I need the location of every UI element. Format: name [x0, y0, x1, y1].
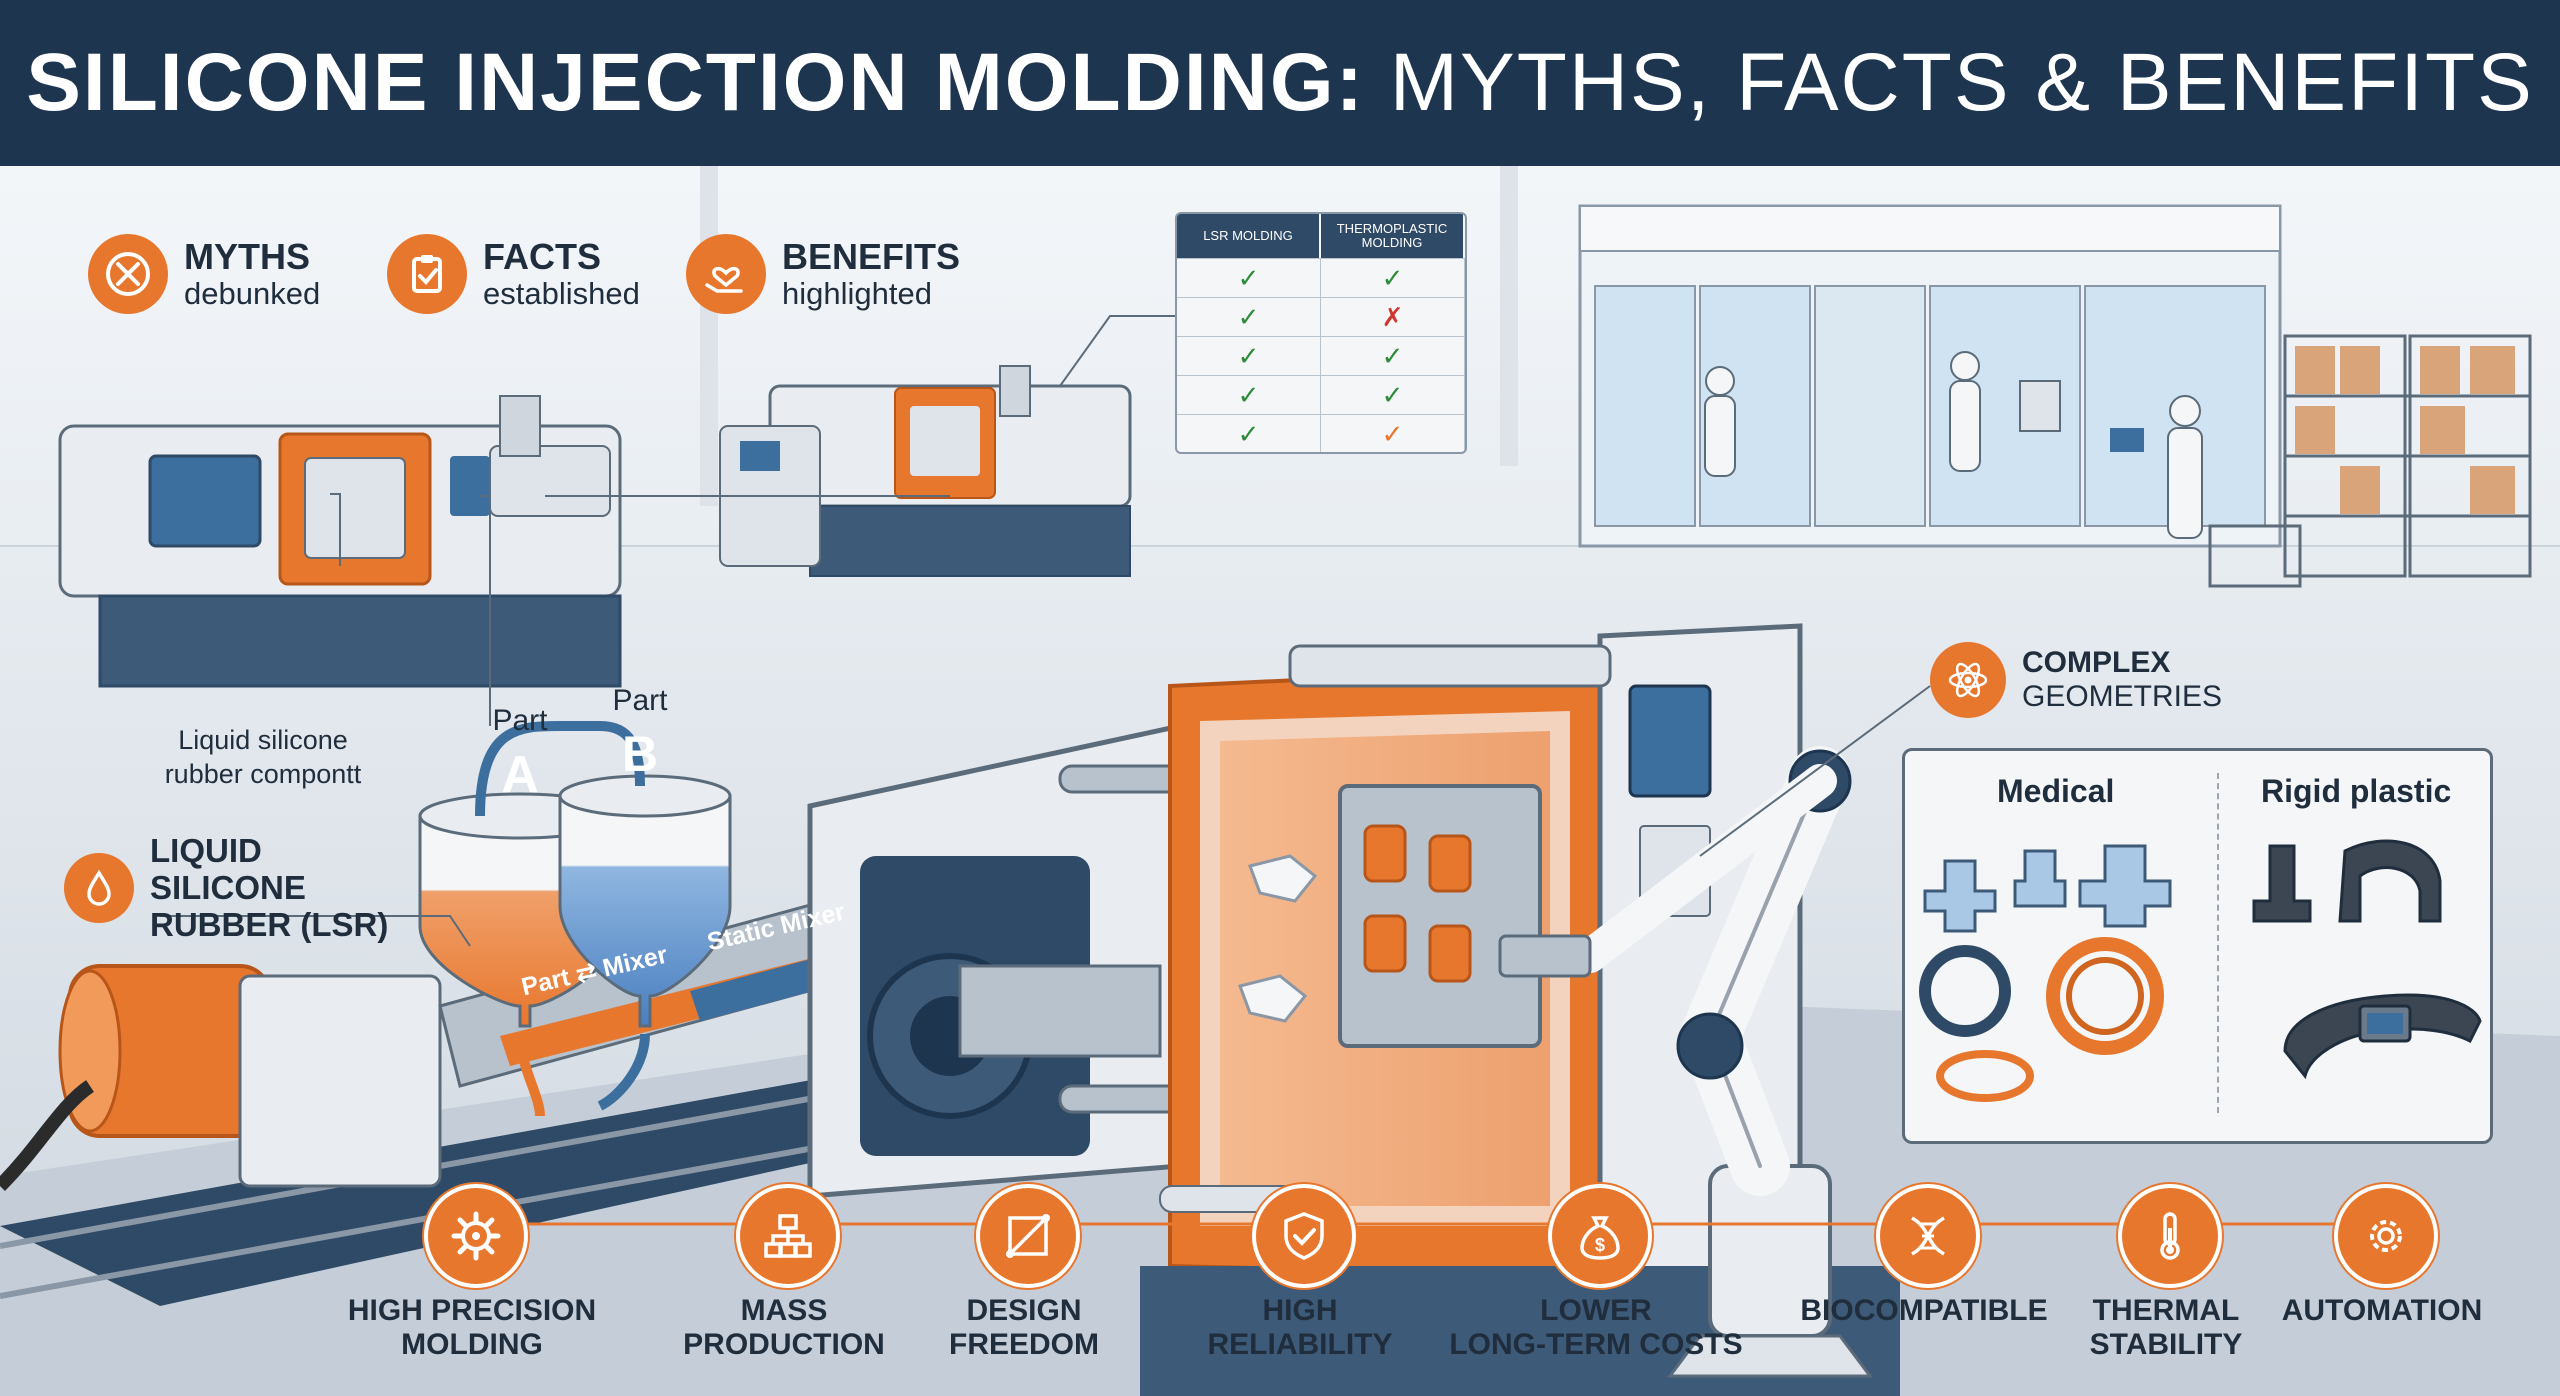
benefit-label-automation: AUTOMATION	[2281, 1294, 2483, 1327]
cross-icon: ✗	[1321, 298, 1465, 336]
design-square-icon	[976, 1184, 1080, 1288]
clipboard-check-icon	[387, 234, 467, 314]
title-light: MYTHS, FACTS & BENEFITS	[1389, 37, 2534, 128]
dna-icon	[1876, 1184, 1980, 1288]
table-row: ✓ ✓	[1177, 258, 1465, 297]
comparison-table: LSR MOLDING THERMOPLASTIC MOLDING ✓ ✓ ✓ …	[1175, 212, 1467, 454]
benefit-high-reliability	[1252, 1184, 1356, 1288]
check-icon: ✓	[1321, 259, 1465, 297]
precision-gear-icon	[424, 1184, 528, 1288]
money-bag-icon: $	[1548, 1184, 1652, 1288]
complex-line1: COMPLEX	[2022, 645, 2171, 679]
lsr-label-text: LIQUID SILICONE RUBBER (LSR)	[150, 832, 389, 943]
table-row: ✓ ✓	[1177, 375, 1465, 414]
automation-gear-icon	[2334, 1184, 2438, 1288]
legend-facts-subtitle: established	[483, 275, 640, 311]
check-icon: ✓	[1177, 259, 1321, 297]
legend-myths: MYTHS debunked	[88, 234, 320, 314]
x-circle-icon	[88, 234, 168, 314]
atom-icon	[1930, 642, 2006, 718]
canister-b-letter: B	[621, 726, 659, 782]
complex-geometries-callout: COMPLEX GEOMETRIES	[1930, 642, 2222, 718]
component-label: Liquid silicone rubber compontt	[164, 725, 362, 789]
shield-check-icon	[1252, 1184, 1356, 1288]
table-row: ✓ ✓	[1177, 336, 1465, 375]
canister-a-label: Part A	[460, 704, 580, 804]
comparison-table-header: LSR MOLDING THERMOPLASTIC MOLDING	[1177, 214, 1465, 258]
canister-b-label: Part B	[580, 684, 700, 782]
complex-line2: GEOMETRIES	[2022, 680, 2223, 713]
benefit-design-freedom	[976, 1184, 1080, 1288]
header-thermoplastic-molding: THERMOPLASTIC MOLDING	[1321, 214, 1465, 258]
legend-benefits: BENEFITS highlighted	[686, 234, 960, 314]
benefit-mass-production	[736, 1184, 840, 1288]
title-bar: SILICONE INJECTION MOLDING: MYTHS, FACTS…	[0, 0, 2560, 166]
table-row: ✓ ✗	[1177, 297, 1465, 336]
heart-hand-icon	[686, 234, 766, 314]
benefit-biocompatible	[1876, 1184, 1980, 1288]
legend-myths-title: MYTHS	[184, 236, 310, 278]
medical-heading: Medical	[1997, 773, 2115, 809]
legend-facts-title: FACTS	[483, 236, 602, 278]
title-bold: SILICONE INJECTION MOLDING:	[26, 37, 1365, 128]
legend-benefits-subtitle: highlighted	[782, 275, 932, 311]
benefit-high-precision	[424, 1184, 528, 1288]
table-row: ✓ ✓	[1177, 414, 1465, 452]
page-title: SILICONE INJECTION MOLDING: MYTHS, FACTS…	[26, 36, 2534, 130]
check-icon: ✓	[1177, 415, 1321, 452]
svg-text:$: $	[1595, 1235, 1605, 1255]
panel-divider	[2217, 773, 2219, 1113]
thermometer-icon	[2118, 1184, 2222, 1288]
canister-b-part: Part	[612, 684, 668, 717]
parts-illustration	[1919, 839, 2482, 1102]
check-icon: ✓	[1177, 376, 1321, 414]
benefit-automation	[2334, 1184, 2438, 1288]
legend-benefits-title: BENEFITS	[782, 236, 961, 278]
canister-a-letter: A	[501, 746, 539, 804]
legend-facts: FACTS established	[387, 234, 640, 314]
check-icon: ✓	[1321, 376, 1465, 414]
header-lsr-molding: LSR MOLDING	[1177, 214, 1321, 258]
benefit-thermal-stability	[2118, 1184, 2222, 1288]
lsr-callout: LIQUID SILICONE RUBBER (LSR)	[64, 832, 420, 944]
parts-panel: Medical Rigid plastic	[1902, 748, 2493, 1144]
factory-scene: MYTHS debunked FACTS established BENEFIT…	[0, 166, 2560, 1396]
canister-a-part: Part	[492, 704, 548, 737]
check-icon: ✓	[1177, 298, 1321, 336]
check-orange-icon: ✓	[1321, 415, 1465, 452]
legend-myths-subtitle: debunked	[184, 275, 321, 311]
droplet-icon	[64, 853, 134, 924]
benefit-label-biocompatible: BIOCOMPATIBLE	[1800, 1294, 2048, 1327]
check-icon: ✓	[1321, 337, 1465, 375]
hierarchy-icon	[736, 1184, 840, 1288]
rigid-plastic-heading: Rigid plastic	[2261, 773, 2452, 809]
check-icon: ✓	[1177, 337, 1321, 375]
benefit-lower-costs: $	[1548, 1184, 1652, 1288]
